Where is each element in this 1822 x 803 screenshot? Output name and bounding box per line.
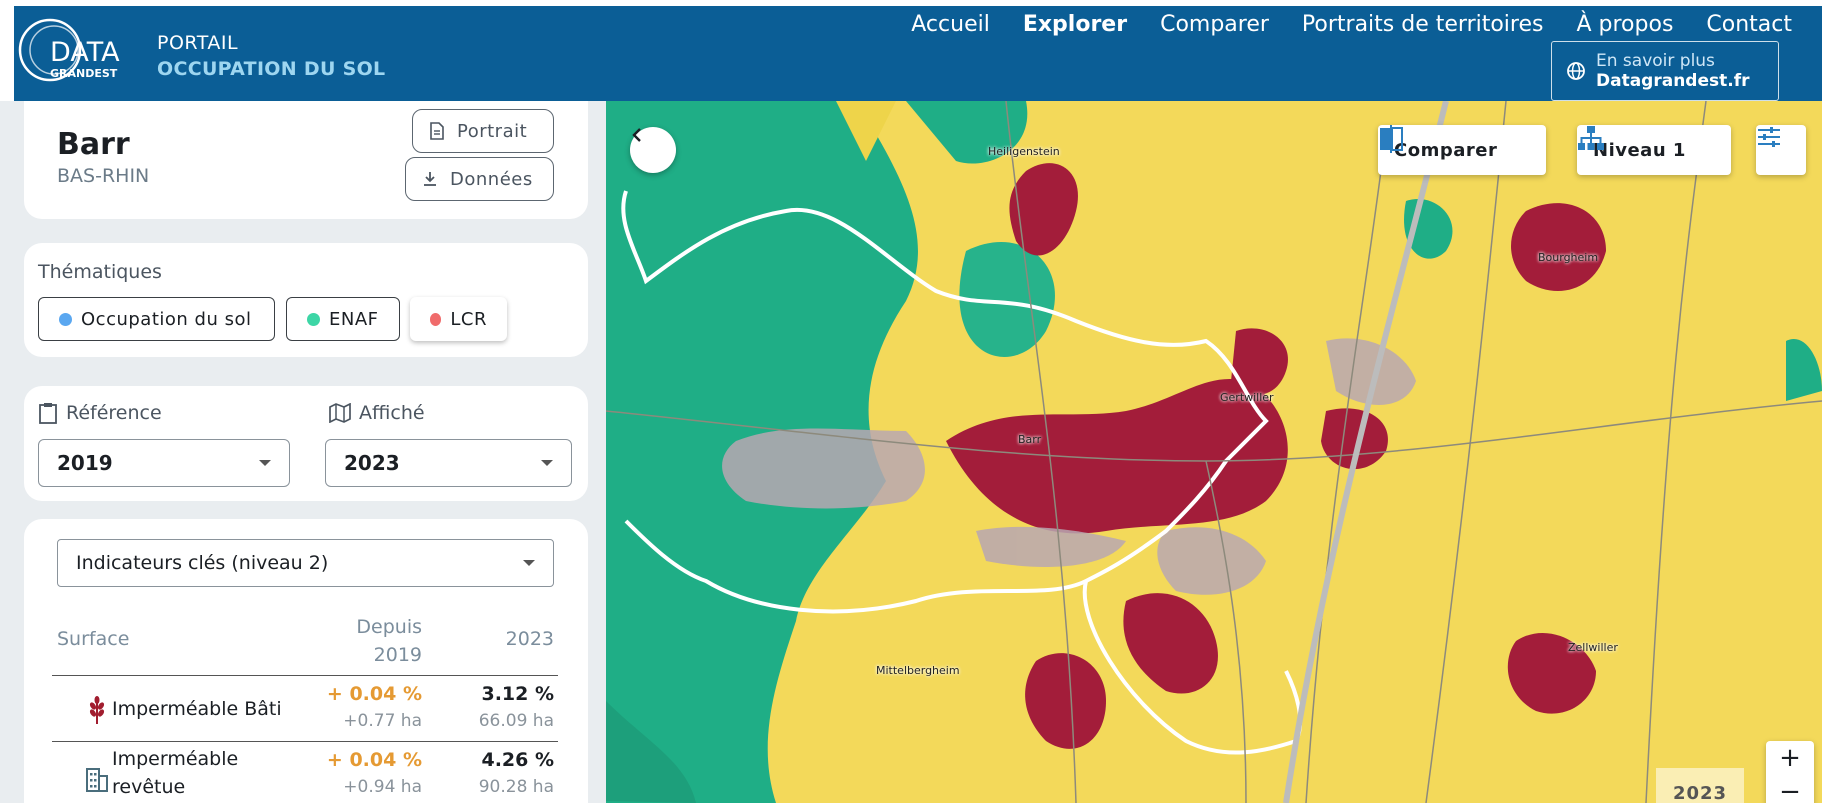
delta-pct: + 0.04 %	[326, 683, 422, 705]
hierarchy-icon	[1578, 126, 1604, 150]
territory-card: Barr BAS-RHIN Portrait Données	[24, 101, 588, 219]
display-label-text: Affiché	[359, 402, 425, 424]
display-year-value: 2023	[344, 451, 400, 475]
reference-year-select[interactable]: 2019	[38, 439, 290, 487]
portal-line1: PORTAIL	[157, 32, 239, 54]
map-settings-button[interactable]	[1756, 125, 1806, 175]
display-year-select[interactable]: 2023	[325, 439, 572, 487]
sliders-icon	[1758, 127, 1780, 147]
download-data-button[interactable]: Données	[405, 157, 554, 201]
territory-name: Barr	[57, 127, 130, 162]
nav-explorer[interactable]: Explorer	[1022, 12, 1128, 37]
col-year: 2023	[505, 628, 554, 650]
portrait-button[interactable]: Portrait	[412, 109, 554, 153]
chip-label: LCR	[450, 308, 487, 330]
compare-label: Comparer	[1394, 139, 1498, 161]
dot-icon	[59, 312, 72, 326]
top-header: DATA GRANDEST PORTAIL OCCUPATION DU SOL …	[14, 6, 1822, 101]
place-label: Mittelbergheim	[876, 664, 960, 677]
col-since: Depuis 2019	[356, 616, 422, 666]
clipboard-icon	[39, 403, 57, 424]
nav-portraits[interactable]: Portraits de territoires	[1301, 12, 1544, 37]
caret-down-icon	[523, 560, 535, 566]
caret-down-icon	[259, 460, 271, 466]
reference-year-value: 2019	[57, 451, 113, 475]
zoom-in-button[interactable]: +	[1779, 743, 1801, 773]
years-card: Référence 2019 Affiché 2023	[24, 386, 588, 501]
chip-enaf[interactable]: ENAF	[286, 297, 400, 341]
chip-label: ENAF	[329, 308, 379, 330]
reference-label-text: Référence	[66, 402, 162, 424]
compare-button[interactable]: Comparer	[1378, 125, 1546, 175]
logo-text: DATA	[50, 37, 120, 68]
nav-comparer[interactable]: Comparer	[1160, 12, 1269, 37]
datagrandest-logo[interactable]: DATA GRANDEST	[14, 18, 139, 88]
territory-department: BAS-RHIN	[57, 165, 150, 187]
document-icon	[430, 122, 444, 140]
dot-icon	[307, 312, 320, 326]
thematiques-title: Thématiques	[38, 261, 162, 283]
row-label: Imperméable Bâti	[112, 698, 282, 720]
wheat-icon	[89, 696, 105, 724]
level-button[interactable]: Niveau 1	[1577, 125, 1731, 175]
map-canvas[interactable]	[606, 101, 1822, 803]
portal-title: PORTAIL OCCUPATION DU SOL	[157, 32, 385, 80]
indicators-select[interactable]: Indicateurs clés (niveau 2)	[57, 539, 554, 587]
donnees-label: Données	[450, 168, 533, 190]
zoom-out-button[interactable]: −	[1779, 777, 1801, 803]
map-icon	[329, 403, 351, 423]
building-icon	[86, 768, 108, 792]
download-icon	[424, 172, 436, 186]
row-divider	[52, 741, 558, 742]
ha-value: 66.09 ha	[478, 711, 554, 731]
chip-lcr[interactable]: LCR	[410, 297, 507, 341]
display-label: Affiché	[329, 402, 425, 424]
caret-down-icon	[541, 460, 553, 466]
map-year-badge: 2023	[1656, 768, 1744, 803]
chip-label: Occupation du sol	[81, 308, 252, 330]
place-label: Bourgheim	[1538, 251, 1599, 264]
datagrandest-link-button[interactable]: En savoir plus Datagrandest.fr	[1551, 41, 1779, 101]
collapse-sidebar-button[interactable]	[630, 127, 676, 173]
dot-icon	[430, 312, 442, 326]
nav-accueil[interactable]: Accueil	[911, 12, 990, 37]
indicators-select-value: Indicateurs clés (niveau 2)	[76, 552, 329, 574]
main-nav: Accueil Explorer Comparer Portraits de t…	[911, 12, 1792, 37]
nav-a-propos[interactable]: À propos	[1576, 12, 1674, 37]
globe-icon	[1567, 62, 1585, 80]
more-line1: En savoir plus	[1596, 51, 1715, 71]
portrait-label: Portrait	[457, 120, 528, 142]
row-label: Imperméable revêtue	[112, 748, 239, 798]
reference-label: Référence	[38, 402, 162, 424]
col-surface: Surface	[57, 628, 130, 650]
place-label: Heiligenstein	[988, 145, 1060, 158]
thematiques-card: Thématiques Occupation du sol ENAF LCR	[24, 243, 588, 357]
ha-value: 90.28 ha	[478, 777, 554, 797]
place-label: Gertwiller	[1220, 391, 1274, 404]
chevron-left-icon	[632, 128, 641, 142]
indicators-card: Indicateurs clés (niveau 2) Surface Depu…	[24, 519, 588, 803]
row-divider	[52, 675, 558, 676]
delta-ha: +0.77 ha	[343, 711, 422, 731]
delta-ha: +0.94 ha	[343, 777, 422, 797]
compare-icon	[1380, 125, 1403, 153]
place-label: Barr	[1018, 433, 1042, 446]
zoom-control: + −	[1766, 741, 1814, 803]
level-label: Niveau 1	[1593, 139, 1686, 161]
land-use-map[interactable]: Heiligenstein Bourgheim Gertwiller Barr …	[606, 101, 1822, 803]
delta-pct: + 0.04 %	[326, 749, 422, 771]
sidebar: Barr BAS-RHIN Portrait Données Thématiqu…	[0, 101, 606, 803]
portal-line2: OCCUPATION DU SOL	[157, 58, 386, 80]
place-label: Zellwiller	[1568, 641, 1618, 654]
nav-contact[interactable]: Contact	[1706, 12, 1792, 37]
logo-subtext: GRANDEST	[50, 67, 118, 80]
pct-value: 4.26 %	[481, 749, 554, 771]
pct-value: 3.12 %	[481, 683, 554, 705]
chip-occupation-du-sol[interactable]: Occupation du sol	[38, 297, 275, 341]
more-line2: Datagrandest.fr	[1596, 71, 1750, 91]
